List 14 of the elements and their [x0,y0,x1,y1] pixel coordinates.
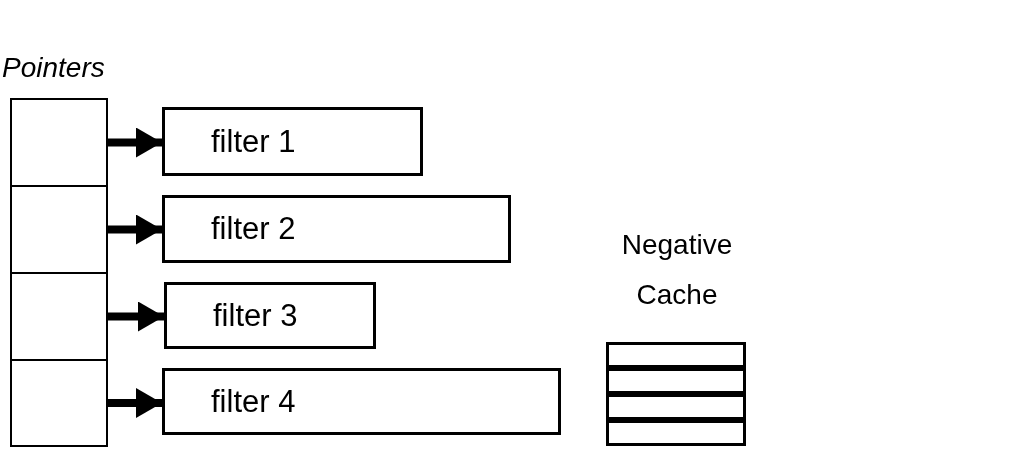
filter-box: filter 2 [162,195,511,263]
filter-box: filter 1 [162,107,423,176]
pointer-cell [10,272,108,361]
filter-box: filter 3 [164,282,376,349]
arrow [108,214,162,245]
pointer-cell [10,359,108,447]
filter-box: filter 4 [162,368,561,435]
arrow [108,301,164,332]
table-heading: Pointers [2,52,105,84]
cache-heading: Negative Cache [620,228,734,312]
arrow [108,127,162,158]
pointer-cell [10,98,108,187]
pointer-cell [10,185,108,274]
arrow [108,388,162,418]
